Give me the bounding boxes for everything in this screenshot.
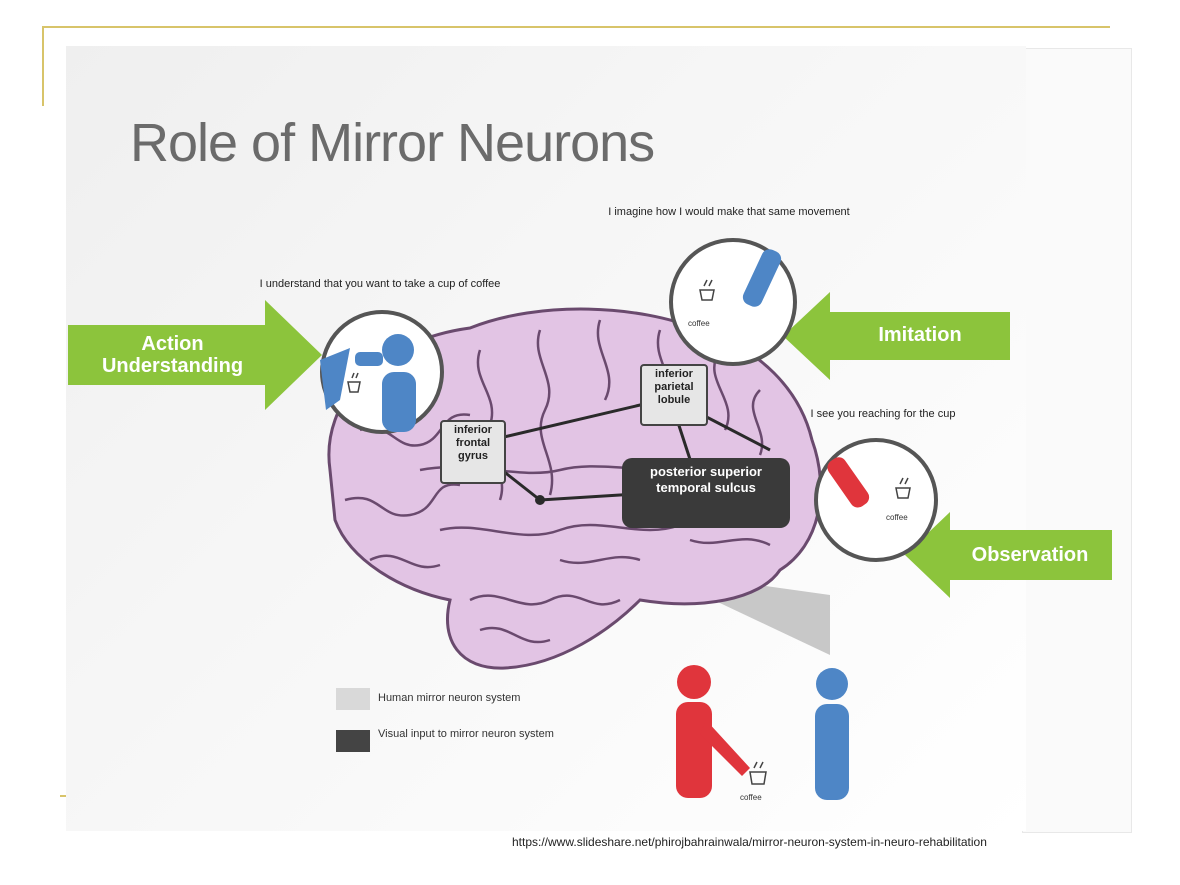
blue-person-icon bbox=[320, 334, 416, 432]
action-understanding-label: Action Understanding bbox=[101, 333, 244, 377]
bottom-icon-label: coffee bbox=[740, 793, 762, 802]
coffee-cup-icon bbox=[347, 372, 361, 393]
bottom-coffee-cup-icon bbox=[749, 761, 767, 785]
slide-frame-top-line bbox=[42, 26, 1110, 28]
legend-visual-input-label: Visual input to mirror neuron system bbox=[378, 728, 554, 740]
legend-visual-input-swatch bbox=[336, 730, 370, 752]
imitation-caption: I imagine how I would make that same mov… bbox=[608, 206, 850, 218]
source-link[interactable]: https://www.slideshare.net/phirojbahrain… bbox=[512, 835, 987, 849]
legend-mirror-system-swatch bbox=[336, 688, 370, 710]
slide-frame-left-line bbox=[42, 26, 44, 106]
imitation-label: Imitation bbox=[878, 324, 962, 346]
action-understanding-caption: I understand that you want to take a cup… bbox=[259, 278, 501, 290]
imitation-blue-arm-icon bbox=[699, 249, 782, 307]
observation-red-arm-icon bbox=[827, 457, 911, 508]
slide-frame-bottom-tick bbox=[60, 795, 70, 797]
inferior-frontal-gyrus-label: inferior frontal gyrus bbox=[440, 420, 506, 484]
observation-arrow bbox=[905, 512, 1112, 598]
posterior-superior-temporal-sulcus-label: posterior superior temporal sulcus bbox=[622, 458, 790, 528]
slide-title: Role of Mirror Neurons bbox=[130, 113, 655, 173]
action-understanding-arrow bbox=[68, 300, 322, 410]
imitation-icon-label: coffee bbox=[688, 319, 710, 328]
red-person-figure bbox=[676, 665, 750, 798]
observation-icon-label: coffee bbox=[886, 513, 908, 522]
imitation-arrow bbox=[783, 292, 1010, 380]
blue-person-figure bbox=[815, 668, 849, 800]
legend-mirror-system-label: Human mirror neuron system bbox=[378, 692, 521, 704]
observation-caption: I see you reaching for the cup bbox=[810, 408, 956, 420]
observation-circle bbox=[814, 438, 938, 562]
inferior-parietal-lobule-label: inferior parietal lobule bbox=[640, 364, 708, 426]
observation-label: Observation bbox=[971, 544, 1089, 566]
